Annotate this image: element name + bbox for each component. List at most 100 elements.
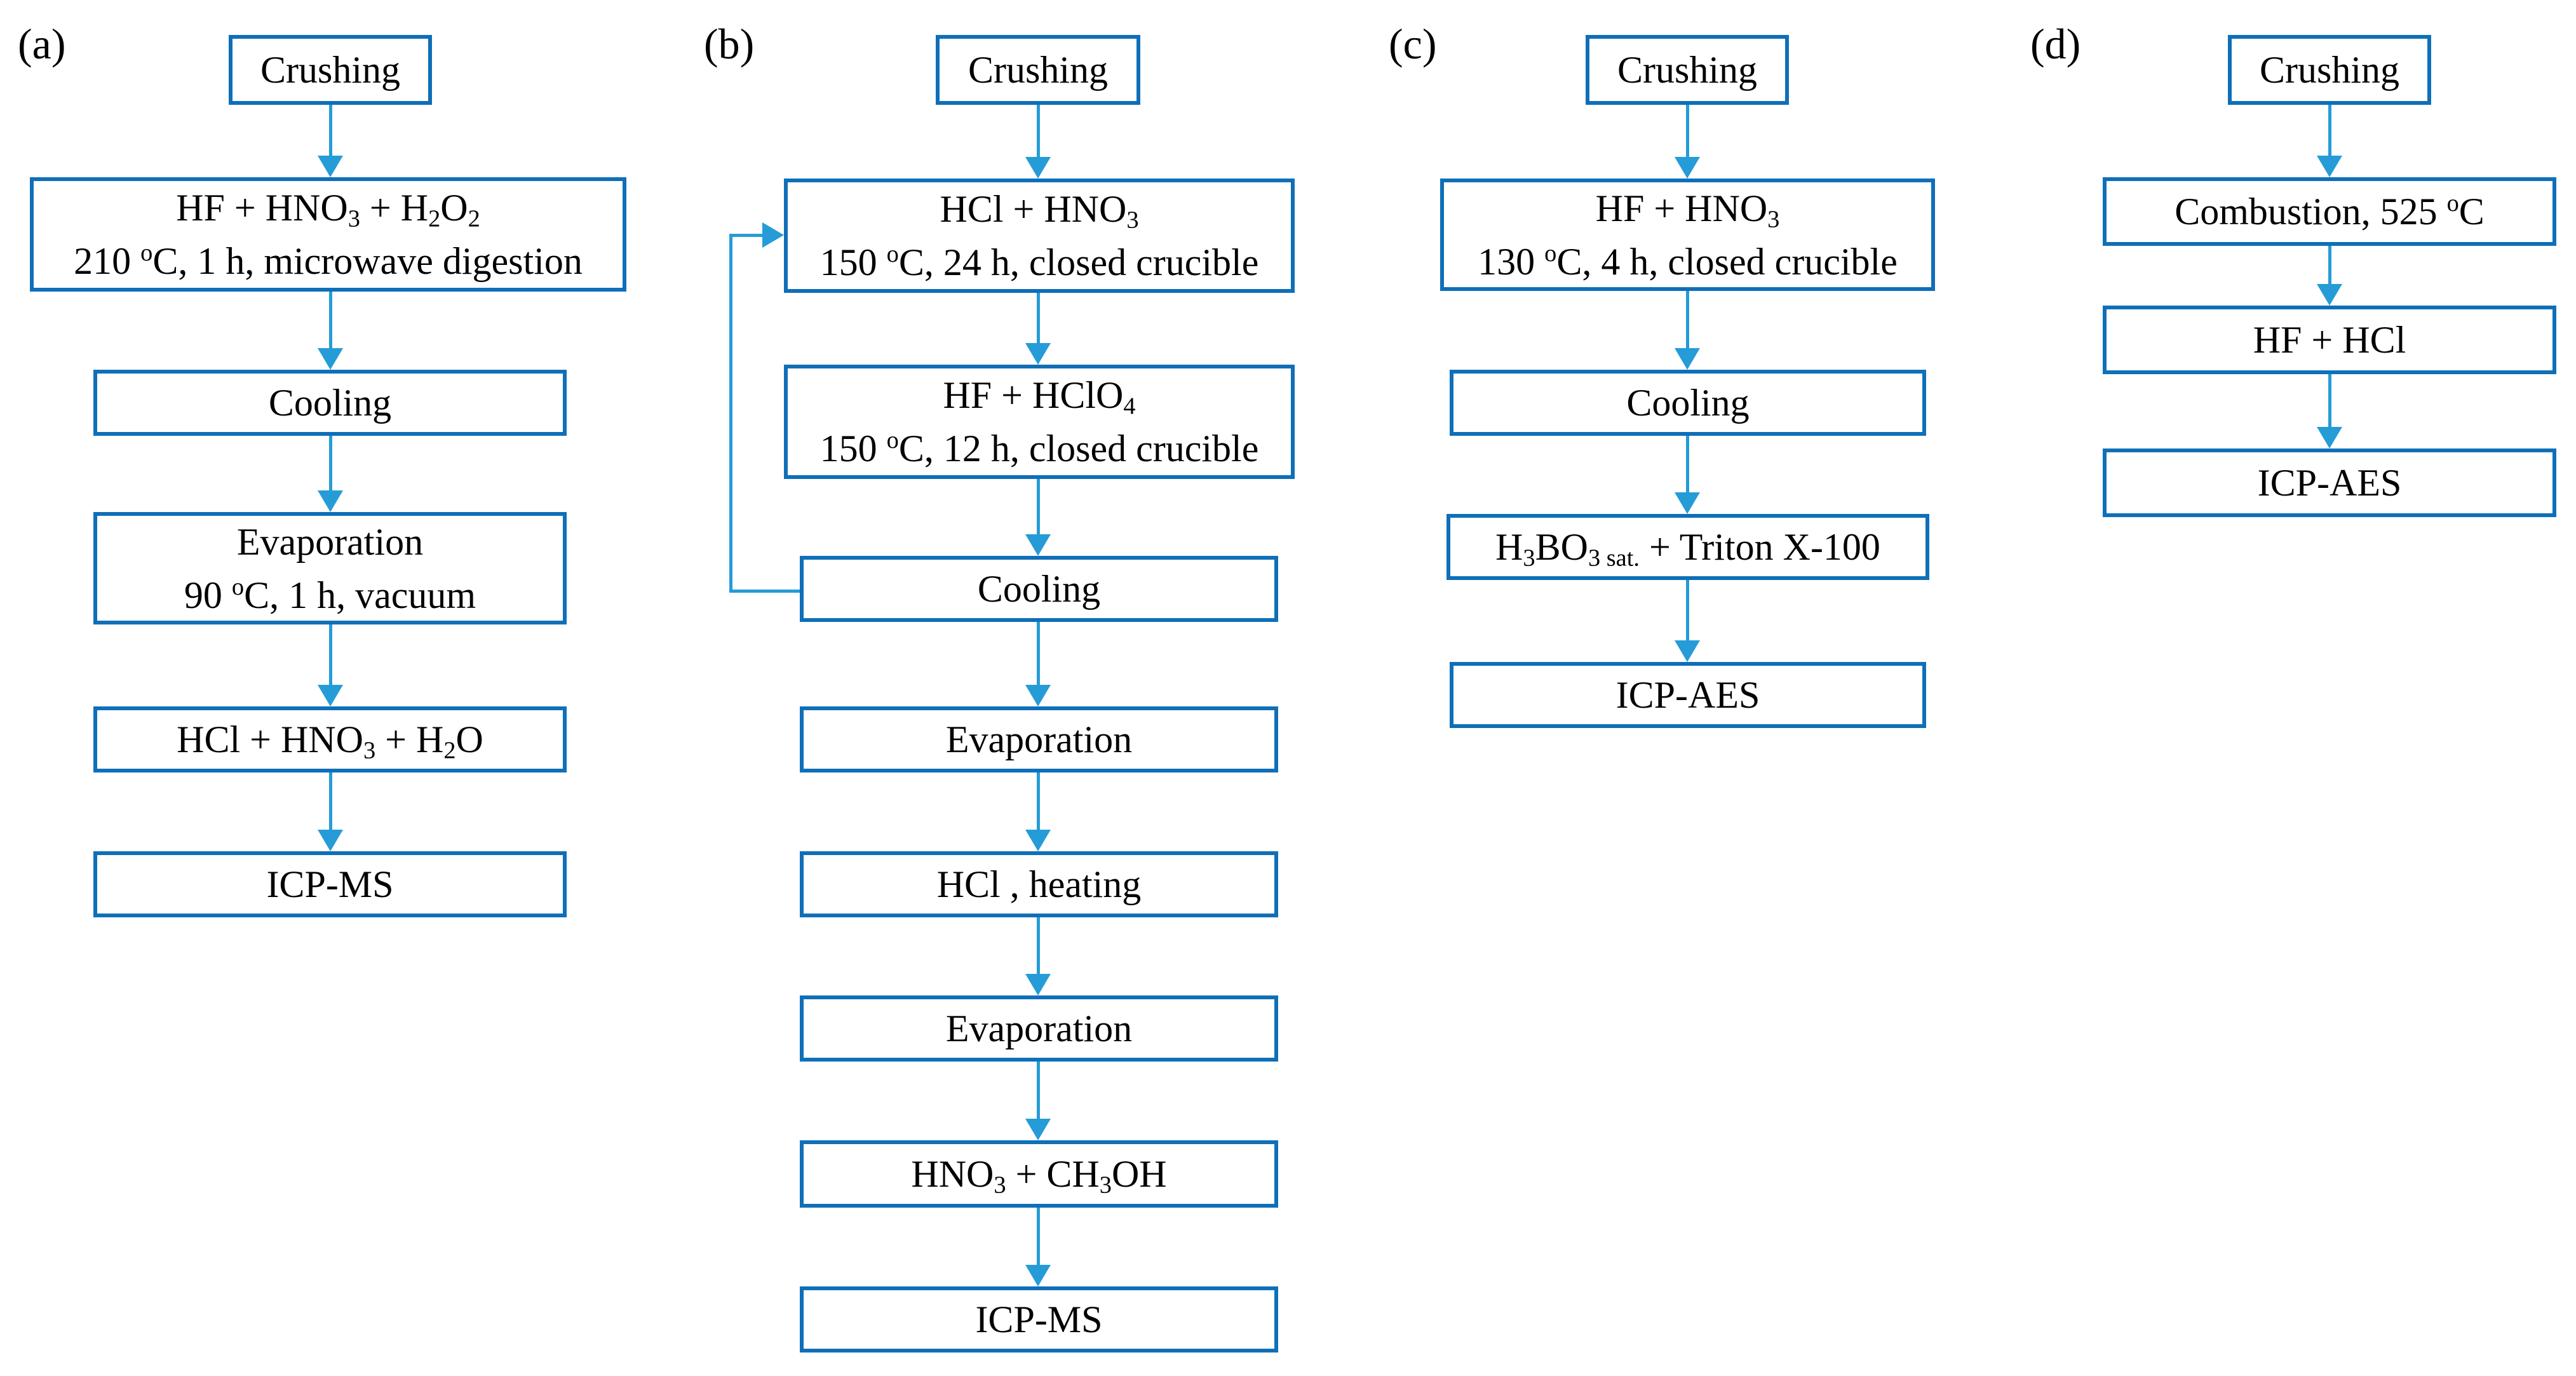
panel-label-b: (b) [704, 20, 755, 68]
step-box-digestion: HF + HNO3 130 oC, 4 h, closed crucible [1440, 179, 1935, 291]
box-text-line: Crushing [260, 49, 401, 91]
arrow-shaft [328, 624, 332, 685]
arrow-b-6 [1025, 917, 1051, 995]
arrow-c-3 [1675, 436, 1700, 514]
arrow-a-3 [318, 436, 343, 512]
box-text-line: Evaporation [945, 1008, 1133, 1049]
loop-arrow-head-icon [762, 222, 784, 248]
box-text-line: 150 oC, 12 h, closed crucible [819, 426, 1259, 469]
panel-label-c: (c) [1389, 20, 1437, 68]
arrow-head-icon [2317, 284, 2342, 306]
box-text-line: 150 oC, 24 h, closed crucible [819, 240, 1259, 283]
box-text-line: Evaporation [236, 520, 424, 563]
arrow-head-icon [2317, 427, 2342, 449]
step-box-evaporation-2: Evaporation [800, 995, 1278, 1062]
arrow-head-icon [2317, 156, 2342, 177]
step-box-icp-aes: ICP-AES [2103, 449, 2556, 517]
arrow-head-icon [1675, 348, 1700, 370]
box-text-line: Cooling [977, 568, 1101, 610]
arrow-head-icon [1025, 534, 1051, 556]
step-box-icp-ms: ICP-MS [93, 851, 567, 917]
box-text-line: HF + HNO3 [1595, 187, 1780, 233]
arrow-b-3 [1025, 479, 1051, 556]
box-text-line: HF + HCl [2253, 319, 2406, 361]
arrow-head-icon [318, 156, 343, 177]
arrow-b-8 [1025, 1208, 1051, 1286]
arrow-b-1 [1025, 105, 1051, 179]
box-text-line: Combustion, 525 oC [2175, 189, 2485, 233]
step-box-crushing: Crushing [1586, 35, 1789, 105]
arrow-d-3 [2317, 374, 2342, 449]
arrow-shaft [1685, 105, 1689, 157]
box-text-line: Cooling [268, 382, 392, 424]
loop-arrow-vertical-segment [729, 234, 732, 593]
box-text-line: HCl + HNO3 [940, 188, 1139, 234]
step-box-h3bo3-triton: H3BO3 sat. + Triton X-100 [1446, 514, 1929, 580]
box-text-line: 90 oC, 1 h, vacuum [184, 573, 476, 616]
box-text-line: ICP-MS [266, 863, 394, 905]
arrow-shaft [1036, 105, 1040, 157]
arrow-shaft [1685, 580, 1689, 640]
box-text-line: ICP-MS [975, 1298, 1103, 1340]
box-text-line: HCl + HNO3 + H2O [177, 718, 483, 764]
loop-arrow-top-segment [729, 234, 762, 237]
arrow-head-icon [1675, 157, 1700, 179]
box-text-line: 130 oC, 4 h, closed crucible [1478, 239, 1898, 283]
step-box-cooling: Cooling [93, 370, 567, 436]
box-text-line: HF + HNO3 + H2O2 [176, 187, 480, 233]
step-box-hcl-heating: HCl , heating [800, 851, 1278, 917]
arrow-head-icon [1025, 343, 1051, 365]
arrow-b-4 [1025, 622, 1051, 706]
arrow-shaft [1036, 1062, 1040, 1119]
step-box-hno3-ch3oh: HNO3 + CH3OH [800, 1140, 1278, 1208]
step-box-crushing: Crushing [229, 35, 432, 105]
arrow-head-icon [1025, 974, 1051, 995]
arrow-head-icon [1025, 685, 1051, 706]
box-text-line: Crushing [1617, 49, 1758, 91]
arrow-b-7 [1025, 1062, 1051, 1140]
arrow-a-1 [318, 105, 343, 177]
box-text-line: HF + HClO4 [943, 374, 1136, 420]
arrow-shaft [1685, 436, 1689, 492]
arrow-head-icon [1675, 640, 1700, 662]
arrow-head-icon [1025, 1119, 1051, 1140]
step-box-cooling: Cooling [1450, 370, 1926, 436]
arrow-a-5 [318, 772, 343, 851]
arrow-shaft [1036, 772, 1040, 830]
box-text-line: HCl , heating [936, 863, 1142, 905]
step-box-crushing: Crushing [2228, 35, 2431, 105]
box-text-line: ICP-AES [2257, 462, 2402, 504]
arrow-shaft [328, 436, 332, 490]
box-text-line: Crushing [2259, 49, 2400, 91]
arrow-shaft [328, 772, 332, 830]
arrow-shaft [2328, 246, 2331, 284]
box-text-line: HNO3 + CH3OH [911, 1153, 1167, 1199]
step-box-icp-ms: ICP-MS [800, 1286, 1278, 1352]
arrow-d-2 [2317, 246, 2342, 306]
step-box-combustion: Combustion, 525 oC [2103, 177, 2556, 246]
box-text-line: Evaporation [945, 718, 1133, 760]
arrow-head-icon [318, 685, 343, 706]
arrow-head-icon [1025, 830, 1051, 851]
arrow-shaft [1036, 293, 1040, 343]
step-box-crushing: Crushing [936, 35, 1140, 105]
step-box-hf-hcl: HF + HCl [2103, 306, 2556, 374]
box-text-line: 210 oC, 1 h, microwave digestion [74, 239, 583, 282]
step-box-evaporation-1: Evaporation [800, 706, 1278, 772]
box-text-line: Cooling [1626, 382, 1750, 424]
arrow-head-icon [318, 490, 343, 512]
arrow-a-4 [318, 624, 343, 706]
panel-label-d: (d) [2030, 20, 2081, 68]
arrow-shaft [1685, 291, 1689, 348]
step-box-digestion-2: HF + HClO4 150 oC, 12 h, closed crucible [784, 365, 1295, 479]
arrow-c-2 [1675, 291, 1700, 370]
panel-label-a: (a) [18, 20, 66, 68]
arrow-shaft [2328, 374, 2331, 427]
box-text-line: ICP-AES [1615, 674, 1760, 716]
arrow-shaft [328, 105, 332, 156]
arrow-c-4 [1675, 580, 1700, 662]
box-text-line: Crushing [968, 49, 1109, 91]
box-text-line: H3BO3 sat. + Triton X-100 [1495, 526, 1880, 572]
loop-arrow-bottom-segment [729, 590, 800, 593]
